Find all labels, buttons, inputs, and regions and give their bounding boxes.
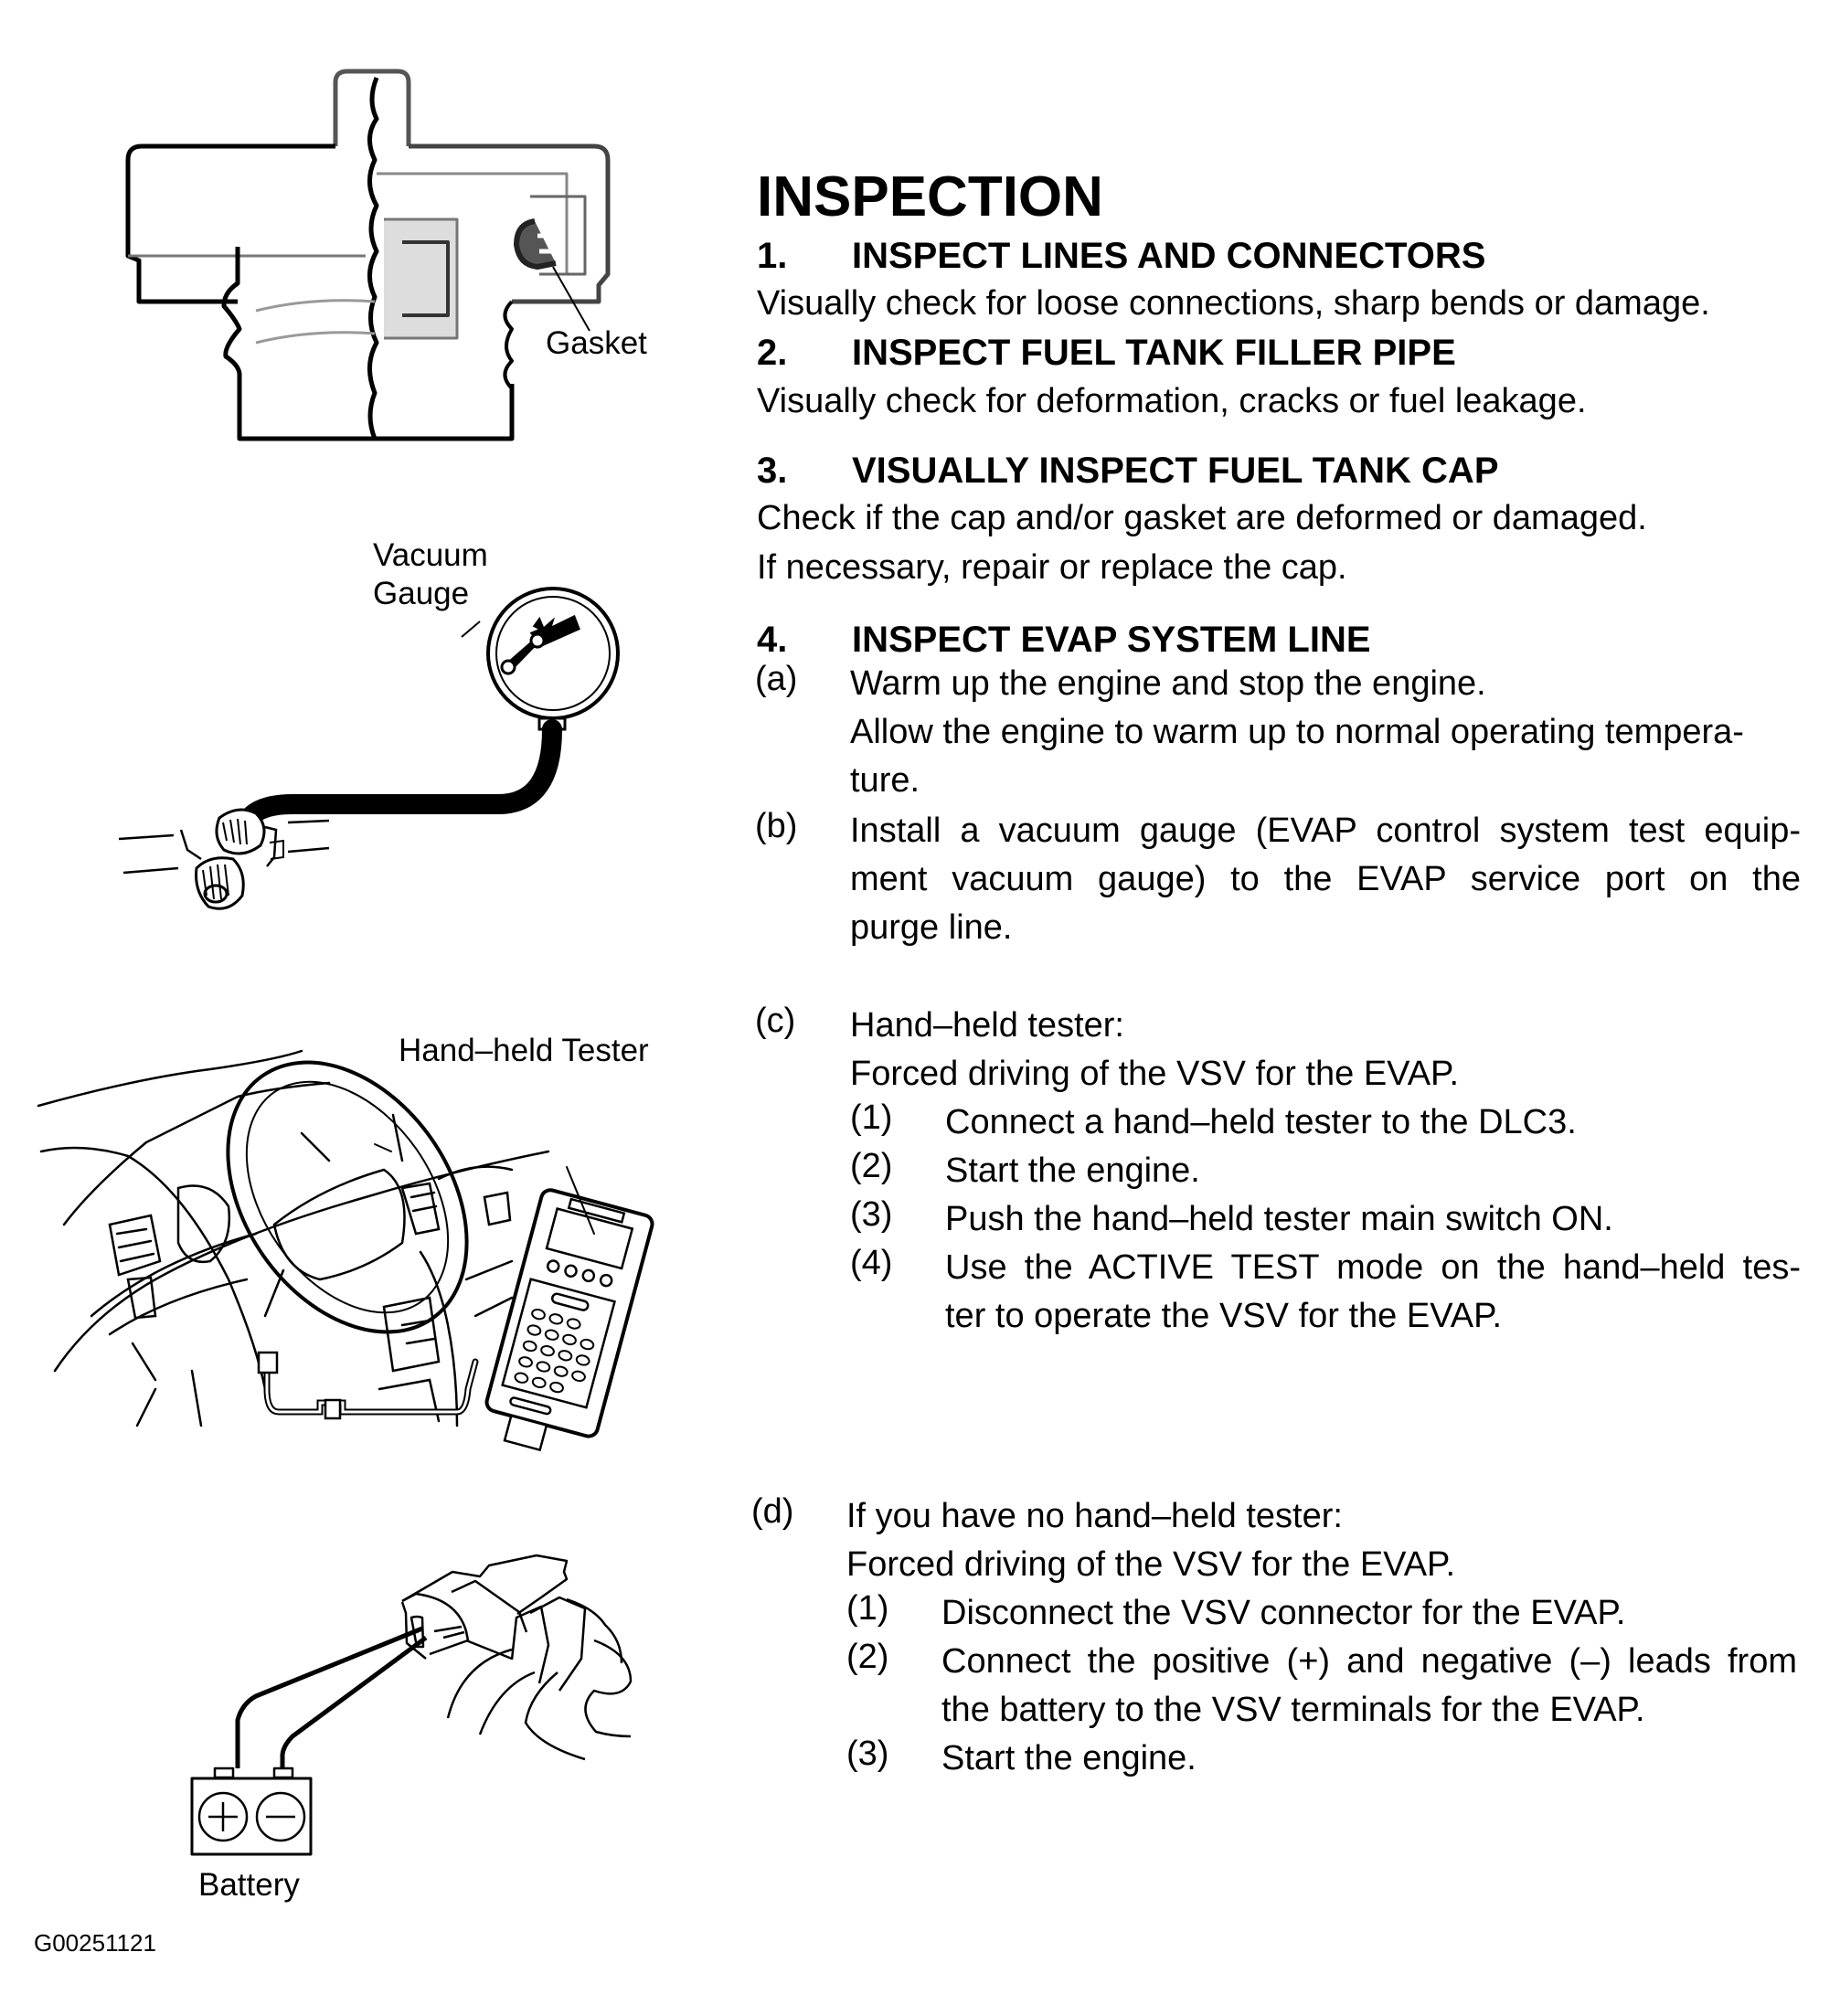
step-a-line-1: Warm up the engine and stop the engine.: [850, 664, 1486, 703]
vacuum-gauge-label-line2: Gauge: [373, 576, 470, 611]
section-title: INSPECT EVAP SYSTEM LINE: [852, 620, 1371, 660]
gasket-label: Gasket: [546, 325, 647, 361]
substep-marker: (2): [846, 1638, 889, 1676]
section-title: VISUALLY INSPECT FUEL TANK CAP: [852, 451, 1499, 491]
step-marker: (d): [751, 1492, 794, 1531]
section-3-text-1: Check if the cap and/or gasket are defor…: [757, 499, 1647, 537]
step-a-line-3: ture.: [850, 761, 920, 800]
section-2-text: Visually check for deformation, cracks o…: [757, 382, 1587, 420]
substep-line: Connect a hand–held tester to the DLC3.: [945, 1103, 1577, 1141]
substep-line: the battery to the VSV terminals for the…: [941, 1691, 1645, 1729]
substep-marker: (4): [850, 1244, 893, 1282]
substep-line: Start the engine.: [941, 1739, 1197, 1777]
hand-held-tester-figure: Hand–held Tester: [0, 1005, 695, 1452]
step-marker: (b): [755, 807, 798, 845]
substep-line: ter to operate the VSV for the EVAP.: [945, 1297, 1503, 1335]
step-d-line-1: If you have no hand–held tester:: [846, 1497, 1343, 1535]
substep-line: Start the engine.: [945, 1151, 1200, 1190]
section-number: 2.: [757, 333, 788, 373]
substep-line: Disconnect the VSV connector for the EVA…: [941, 1594, 1626, 1632]
substep-line: Push the hand–held tester main switch ON…: [945, 1200, 1613, 1238]
step-b-line-3: purge line.: [850, 908, 1013, 947]
substep-marker: (2): [850, 1147, 893, 1185]
substep-marker: (3): [846, 1735, 889, 1773]
step-marker: (c): [755, 1002, 796, 1040]
section-number: 4.: [757, 620, 788, 660]
fuel-tank-cap-figure: Gasket: [0, 0, 695, 475]
substep-marker: (1): [846, 1589, 889, 1628]
section-title: INSPECT FUEL TANK FILLER PIPE: [852, 333, 1456, 373]
step-b-line-2: ment vacuum gauge) to the EVAP service p…: [850, 860, 1801, 898]
vacuum-gauge-illustration: [118, 587, 620, 910]
section-3-text-2: If necessary, repair or replace the cap.: [757, 548, 1347, 587]
substep-line: Connect the positive (+) and negative (–…: [941, 1642, 1797, 1681]
figure-code: G00251121: [34, 1929, 156, 1957]
hand-held-tester-label: Hand–held Tester: [399, 1033, 649, 1068]
substep-line: Use the ACTIVE TEST mode on the hand–hel…: [945, 1248, 1801, 1287]
section-number: 3.: [757, 451, 788, 491]
vacuum-gauge-figure: Vacuum Gauge: [0, 512, 695, 932]
section-1-text: Visually check for loose connections, sh…: [757, 284, 1710, 323]
hand-held-tester-illustration: [37, 1049, 654, 1452]
section-number: 1.: [757, 236, 788, 276]
substep-marker: (1): [850, 1098, 893, 1137]
step-d-line-2: Forced driving of the VSV for the EVAP.: [846, 1545, 1456, 1584]
vsv-battery-figure: Battery: [0, 1480, 695, 1901]
step-b-line-1: Install a vacuum gauge (EVAP control sys…: [850, 812, 1801, 850]
vsv-battery-illustration: [190, 1554, 633, 1856]
battery-label: Battery: [198, 1867, 300, 1903]
step-marker: (a): [755, 660, 798, 698]
fuel-tank-cap-illustration: [125, 69, 611, 441]
page-title: INSPECTION: [757, 165, 1103, 228]
step-c-line-1: Hand–held tester:: [850, 1006, 1124, 1045]
step-a-line-2: Allow the engine to warm up to normal op…: [850, 713, 1744, 751]
step-c-line-2: Forced driving of the VSV for the EVAP.: [850, 1055, 1460, 1093]
substep-marker: (3): [850, 1195, 893, 1234]
section-title: INSPECT LINES AND CONNECTORS: [852, 236, 1486, 276]
vacuum-gauge-label-line1: Vacuum: [373, 537, 488, 573]
